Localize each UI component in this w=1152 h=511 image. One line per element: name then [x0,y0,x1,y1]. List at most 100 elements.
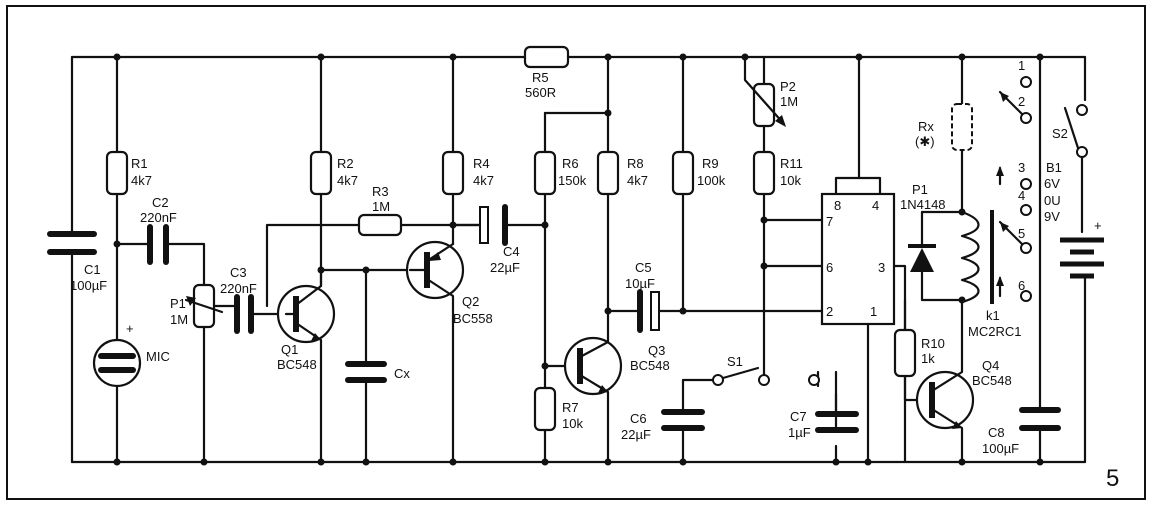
resistor-r10: R10 1k [893,298,945,402]
resistor-r5: R5 560R [523,45,570,100]
r3-ref: R3 [372,184,389,199]
c1-ref: C1 [84,262,101,277]
resistor-r8: R8 4k7 [596,55,648,344]
capacitor-c1: C1 100µF [47,55,107,464]
rx-ref: Rx [918,119,934,134]
r8-ref: R8 [627,156,644,171]
c4-ref: C4 [503,244,520,259]
resistor-r7: R7 10k [533,386,583,432]
capacitor-c7: C7 1µF [788,374,859,440]
k1-contact-4: 4 [1018,188,1025,203]
q3-value: BC548 [630,358,670,373]
resistor-r4: R4 4k7 [441,55,494,246]
ic-pin-7: 7 [826,214,833,229]
r2-value: 4k7 [337,173,358,188]
ic-pin-3: 3 [878,260,885,275]
r9-value: 100k [697,173,726,188]
c6-value: 22µF [621,427,651,442]
p1-value: 1M [170,312,188,327]
c6-ref: C6 [630,411,647,426]
r10-value: 1k [921,351,935,366]
b1-polarity: + [1094,218,1102,233]
resistor-r11: R11 10k [752,150,803,196]
r8-value: 4k7 [627,173,648,188]
resistor-r2: R2 4k7 [309,55,358,288]
q4-ref: Q4 [982,358,999,373]
transistor-q3: Q3 BC548 [543,336,670,464]
mic-polarity: + [126,321,134,336]
ic-pin-6: 6 [826,260,833,275]
figure-number: 5 [1106,465,1119,492]
resistor-r1: R1 4k7 [105,55,152,464]
switch-s1: S1 [712,354,770,386]
b1-ref: B1 [1046,160,1062,175]
c8-value: 100µF [982,441,1019,456]
r9-ref: R9 [702,156,719,171]
r6-value: 150k [558,173,587,188]
ic-pin-2: 2 [826,304,833,319]
r5-ref: R5 [532,70,549,85]
r7-ref: R7 [562,400,579,415]
relay-k1-contacts: 1 2 3 4 5 6 [996,58,1032,302]
capacitor-cx: Cx [345,268,410,464]
battery-b1: + B1 6V 0U 9V [1044,160,1104,464]
capacitor-c3: C3 220nF [220,265,288,334]
potentiometer-p1: P1 1M [170,283,239,464]
k1-contact-1: 1 [1018,58,1025,73]
b1-v2: 9V [1044,209,1060,224]
q1-ref: Q1 [281,342,298,357]
d1-ref: P1 [912,182,928,197]
capacitor-c8: C8 100µF [982,55,1061,464]
r11-ref: R11 [780,156,803,171]
cx-ref: Cx [394,366,410,381]
q2-value: BC558 [453,311,493,326]
r1-ref: R1 [131,156,148,171]
rx-note: (✱) [915,134,935,149]
r11-value: 10k [780,173,801,188]
c3-value: 220nF [220,281,257,296]
capacitor-c6: C6 22µF [621,378,716,464]
b1-or: 0U [1044,193,1061,208]
r3-value: 1M [372,199,390,214]
s2-ref: S2 [1052,126,1068,141]
ic-pin-1: 1 [870,304,877,319]
q4-value: BC548 [972,373,1012,388]
p2-value: 1M [780,94,798,109]
switch-s2: S2 [1052,55,1088,234]
r1-value: 4k7 [131,173,152,188]
q1-value: BC548 [277,357,317,372]
k1-contact-3: 3 [1018,160,1025,175]
k1-contact-2: 2 [1018,94,1025,109]
q3-ref: Q3 [648,343,665,358]
p1-ref: P1 [170,296,186,311]
resistor-r6: R6 150k [533,111,610,464]
c8-ref: C8 [988,425,1005,440]
d1-value: 1N4148 [900,197,946,212]
ic-pin-8: 8 [834,198,841,213]
k1-value: MC2RC1 [968,324,1021,339]
mic-ref: MIC [146,349,170,364]
ic-pin-4: 4 [872,198,879,213]
r10-ref: R10 [921,336,945,351]
k1-contact-6: 6 [1018,278,1025,293]
capacitor-c2: C2 220nF [115,195,206,287]
b1-v1: 6V [1044,176,1060,191]
c2-ref: C2 [152,195,169,210]
transistor-q4: Q4 BC548 [915,336,1012,464]
r4-ref: R4 [473,156,490,171]
figure-frame [6,5,1146,500]
transistor-q1: Q1 BC548 [276,268,336,464]
k1-ref: k1 [986,308,1000,323]
s1-ref: S1 [727,354,743,369]
r5-value: 560R [525,85,556,100]
microphone-mic: + MIC [92,321,170,388]
k1-contact-5: 5 [1018,226,1025,241]
r2-ref: R2 [337,156,354,171]
diode-d1: P1 1N4148 [900,182,964,302]
relay-k1-coil: k1 MC2RC1 [960,210,1021,340]
potentiometer-p2: P2 1M [743,55,798,377]
c5-ref: C5 [635,260,652,275]
resistor-r9: R9 100k [671,55,726,313]
p2-ref: P2 [780,79,796,94]
